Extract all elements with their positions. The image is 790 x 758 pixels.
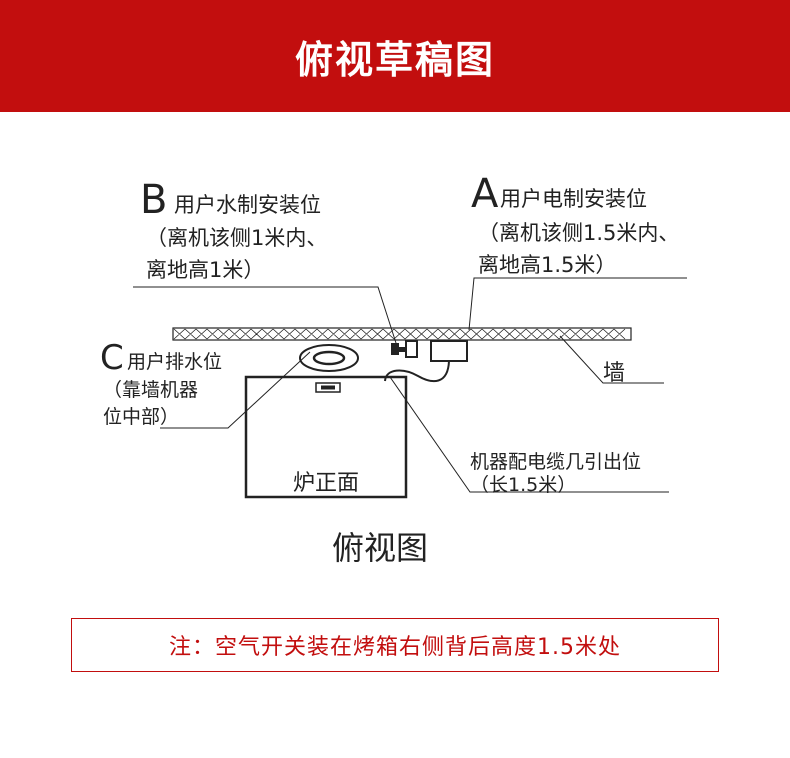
label-a-letter: A bbox=[471, 171, 499, 217]
leader-lines bbox=[133, 277, 687, 493]
oven-front-label: 炉正面 bbox=[293, 471, 359, 496]
label-c-line2: （靠墙机器 bbox=[103, 379, 198, 401]
power-cable bbox=[384, 360, 450, 383]
label-b-line1: 用户水制安装位 bbox=[174, 193, 321, 217]
cable-label-line1: 机器配电缆几引出位 bbox=[470, 451, 641, 473]
label-b-line3: 离地高1米） bbox=[146, 258, 264, 282]
label-b-letter: B bbox=[140, 177, 167, 223]
note-text: 注：空气开关装在烤箱右侧背后高度1.5米处 bbox=[169, 635, 621, 660]
oven-vent bbox=[315, 382, 341, 393]
diagram-caption: 俯视图 bbox=[332, 529, 428, 567]
cable-label-line2: （长1.5米） bbox=[470, 474, 576, 496]
label-a-line3: 离地高1.5米） bbox=[478, 253, 616, 277]
label-c-line1: 用户排水位 bbox=[127, 351, 222, 373]
title-banner: 俯视草稿图 bbox=[0, 0, 790, 112]
wall-label: 墙 bbox=[603, 361, 625, 386]
page-title: 俯视草稿图 bbox=[294, 37, 495, 82]
label-a-line1: 用户电制安装位 bbox=[500, 187, 647, 211]
electric-box bbox=[430, 340, 468, 362]
oven-vent-inner bbox=[321, 385, 335, 390]
water-valve bbox=[391, 340, 418, 358]
label-c-line3: 位中部） bbox=[103, 406, 179, 428]
label-c-letter: C bbox=[100, 338, 124, 378]
label-a-line2: （离机该侧1.5米内、 bbox=[478, 221, 679, 245]
label-b-line2: （离机该侧1米内、 bbox=[146, 226, 327, 250]
drain-outlet bbox=[299, 344, 359, 372]
wall-strip bbox=[172, 327, 632, 341]
note-box: 注：空气开关装在烤箱右侧背后高度1.5米处 bbox=[71, 618, 719, 672]
oven-body bbox=[244, 375, 408, 499]
